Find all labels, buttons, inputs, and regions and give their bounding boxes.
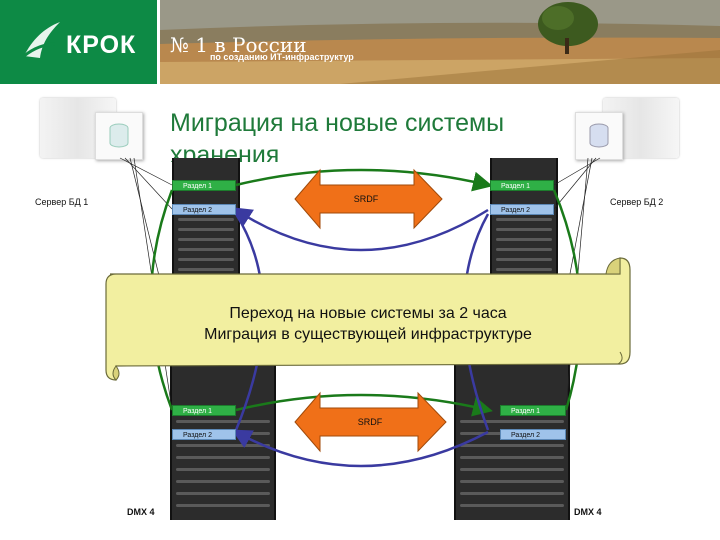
dmx-label-right: DMX 4	[574, 507, 602, 517]
slide-title: Миграция на новые системы	[170, 109, 505, 137]
scroll-banner	[105, 257, 631, 381]
partition-1-top-right: Раздел 1	[490, 180, 554, 191]
partition-2-top-right: Раздел 2	[490, 204, 554, 215]
krok-logo-icon	[23, 22, 60, 58]
scroll-line-2: Миграция в существующей инфраструктуре	[204, 326, 532, 343]
scroll-line-1: Переход на новые системы за 2 часа	[229, 305, 507, 322]
banner-landscape	[160, 0, 720, 84]
rank-claim: № 1 в России	[170, 33, 307, 57]
slide-title-line2: хранения	[170, 141, 280, 162]
server-label-right: Сервер БД 2	[610, 197, 664, 207]
scroll-text: Переход на новые системы за 2 часа Мигра…	[110, 303, 626, 345]
field-tree-image	[160, 0, 720, 84]
partition-1-bottom-right: Раздел 1	[500, 405, 566, 416]
srdf-arrow-top	[294, 168, 443, 230]
dmx-label-left: DMX 4	[127, 507, 155, 517]
partition-1-bottom-left: Раздел 1	[172, 405, 236, 416]
srdf-label-bottom: SRDF	[357, 417, 383, 427]
database-icon-right	[575, 112, 623, 160]
storage-rack-bottom-left	[170, 360, 276, 520]
logo-wordmark: КРОК	[66, 31, 137, 59]
slide-title-overflow: хранения	[170, 140, 430, 162]
banner-subtitle: по созданию ИТ-инфраструктур	[210, 52, 354, 62]
logo-band	[0, 0, 157, 84]
partition-2-top-left: Раздел 2	[172, 204, 236, 215]
srdf-arrow-bottom	[294, 391, 447, 453]
storage-rack-top-right	[490, 158, 558, 280]
database-icon-left	[95, 112, 143, 160]
partition-2-bottom-left: Раздел 2	[172, 429, 236, 440]
partition-2-bottom-right: Раздел 2	[500, 429, 566, 440]
storage-rack-top-left	[172, 158, 240, 280]
srdf-label-top: SRDF	[353, 194, 379, 204]
partition-1-top-left: Раздел 1	[172, 180, 236, 191]
server-label-left: Сервер БД 1	[35, 197, 89, 207]
